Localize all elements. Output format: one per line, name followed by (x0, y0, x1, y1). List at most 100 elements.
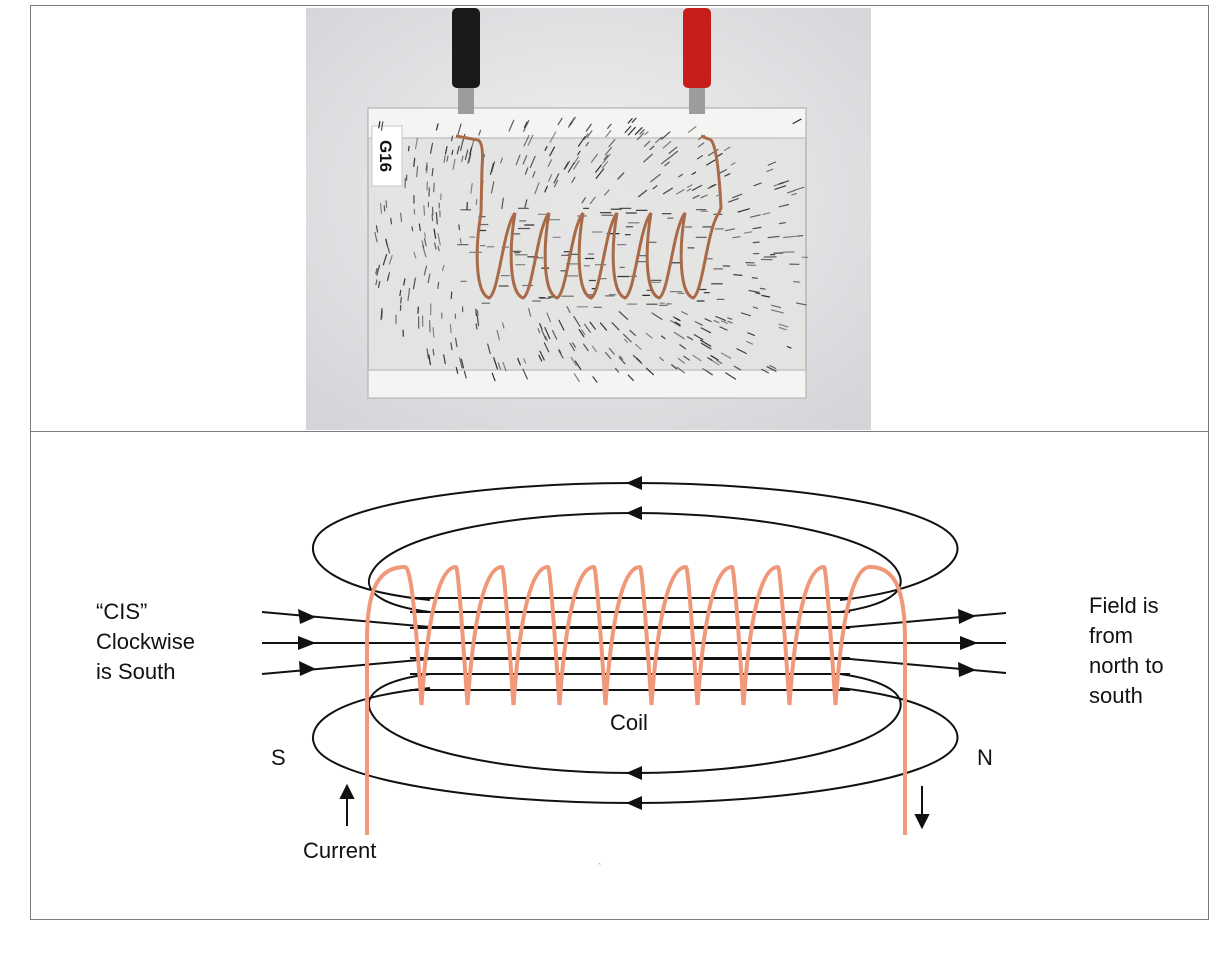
iron-filing (746, 340, 753, 345)
iron-filing (570, 356, 577, 366)
iron-filing (457, 123, 462, 137)
iron-filing (721, 320, 728, 324)
iron-filing (450, 291, 453, 299)
iron-filing (624, 338, 629, 343)
iron-filing (672, 316, 681, 322)
iron-filing (717, 153, 723, 157)
iron-filing (423, 265, 428, 276)
iron-filing (749, 214, 761, 218)
iron-filing (496, 329, 500, 341)
iron-filing (515, 154, 521, 166)
iron-filing (551, 329, 558, 340)
iron-filing (583, 133, 589, 141)
iron-filing (697, 142, 705, 148)
iron-filing (619, 355, 624, 360)
iron-filing (618, 356, 626, 365)
iron-filing (546, 312, 551, 323)
top-rail (367, 107, 807, 139)
iron-filing (446, 155, 449, 162)
panel-divider (30, 431, 1209, 432)
iron-filing (605, 130, 612, 138)
terminal-black (452, 8, 480, 88)
iron-filing (456, 145, 460, 155)
iron-filing (501, 197, 504, 210)
iron-filing (455, 367, 459, 374)
iron-filing (403, 278, 406, 286)
iron-filing (386, 245, 391, 254)
iron-filing (414, 137, 419, 150)
iron-filing (523, 119, 530, 132)
iron-filing (549, 146, 556, 157)
iron-filing (752, 241, 760, 244)
iron-filing (694, 321, 703, 326)
iron-filing (661, 157, 669, 165)
iron-filing (460, 358, 465, 369)
iron-filing (792, 118, 802, 125)
right-note-line-1: Field is (1089, 593, 1159, 618)
iron-filing (720, 352, 732, 359)
iron-filing (644, 131, 649, 136)
iron-filing (608, 139, 616, 148)
iron-filing (773, 181, 785, 187)
bottom-rail (367, 369, 807, 399)
iron-filing (529, 155, 536, 168)
north-label: N (977, 745, 993, 770)
iron-filing (688, 125, 697, 133)
iron-filing (449, 324, 452, 334)
tiny-mark: ˆ (598, 862, 601, 872)
iron-filing (390, 217, 393, 225)
arrow-right-mid (960, 636, 978, 650)
iron-filing (737, 208, 750, 213)
iron-filing (603, 154, 609, 161)
iron-filing (700, 327, 712, 334)
iron-filing (732, 193, 743, 199)
iron-filing (442, 264, 445, 272)
iron-filing (715, 315, 727, 321)
left-note-line-3: is South (96, 659, 176, 684)
iron-filing (544, 185, 548, 193)
iron-filing (618, 311, 629, 320)
iron-filing (490, 181, 495, 194)
iron-filing (557, 117, 563, 126)
iron-filing (778, 222, 786, 225)
iron-filing (553, 173, 560, 184)
iron-filing (544, 145, 548, 151)
iron-filing (543, 342, 550, 353)
iron-filing (716, 359, 723, 365)
iron-filing (796, 235, 804, 237)
arrow-bottom-outer (626, 796, 642, 810)
iron-filing (487, 343, 491, 355)
iron-filing (691, 184, 703, 191)
south-label: S (271, 745, 286, 770)
arrow-left-mid (298, 636, 316, 650)
iron-filing (604, 351, 612, 360)
iron-filing (766, 168, 774, 173)
iron-filing (463, 370, 467, 379)
iron-filing (778, 326, 787, 331)
iron-filing (604, 189, 610, 196)
iron-filing (423, 237, 427, 247)
iron-filing (692, 194, 700, 199)
iron-filing (771, 309, 784, 314)
iron-filing (753, 182, 762, 187)
iron-filing (589, 196, 596, 205)
iron-filing (425, 162, 428, 171)
iron-filing (566, 306, 571, 314)
iron-filing (791, 193, 798, 196)
iron-filing (569, 342, 576, 352)
iron-filing (617, 172, 625, 180)
iron-filing (460, 144, 463, 151)
coil-label: Coil (610, 710, 648, 735)
iron-filing (627, 118, 633, 124)
iron-filing (590, 153, 599, 163)
iron-filing (376, 264, 381, 276)
iron-filing (766, 366, 777, 372)
iron-filing (692, 354, 702, 362)
field-lines (261, 481, 1007, 805)
iron-filing (458, 224, 460, 231)
iron-filing (572, 342, 576, 348)
iron-filing (553, 179, 559, 188)
iron-filing (444, 146, 448, 155)
arrow-right-bottom (958, 662, 976, 677)
iron-filing (424, 232, 427, 238)
